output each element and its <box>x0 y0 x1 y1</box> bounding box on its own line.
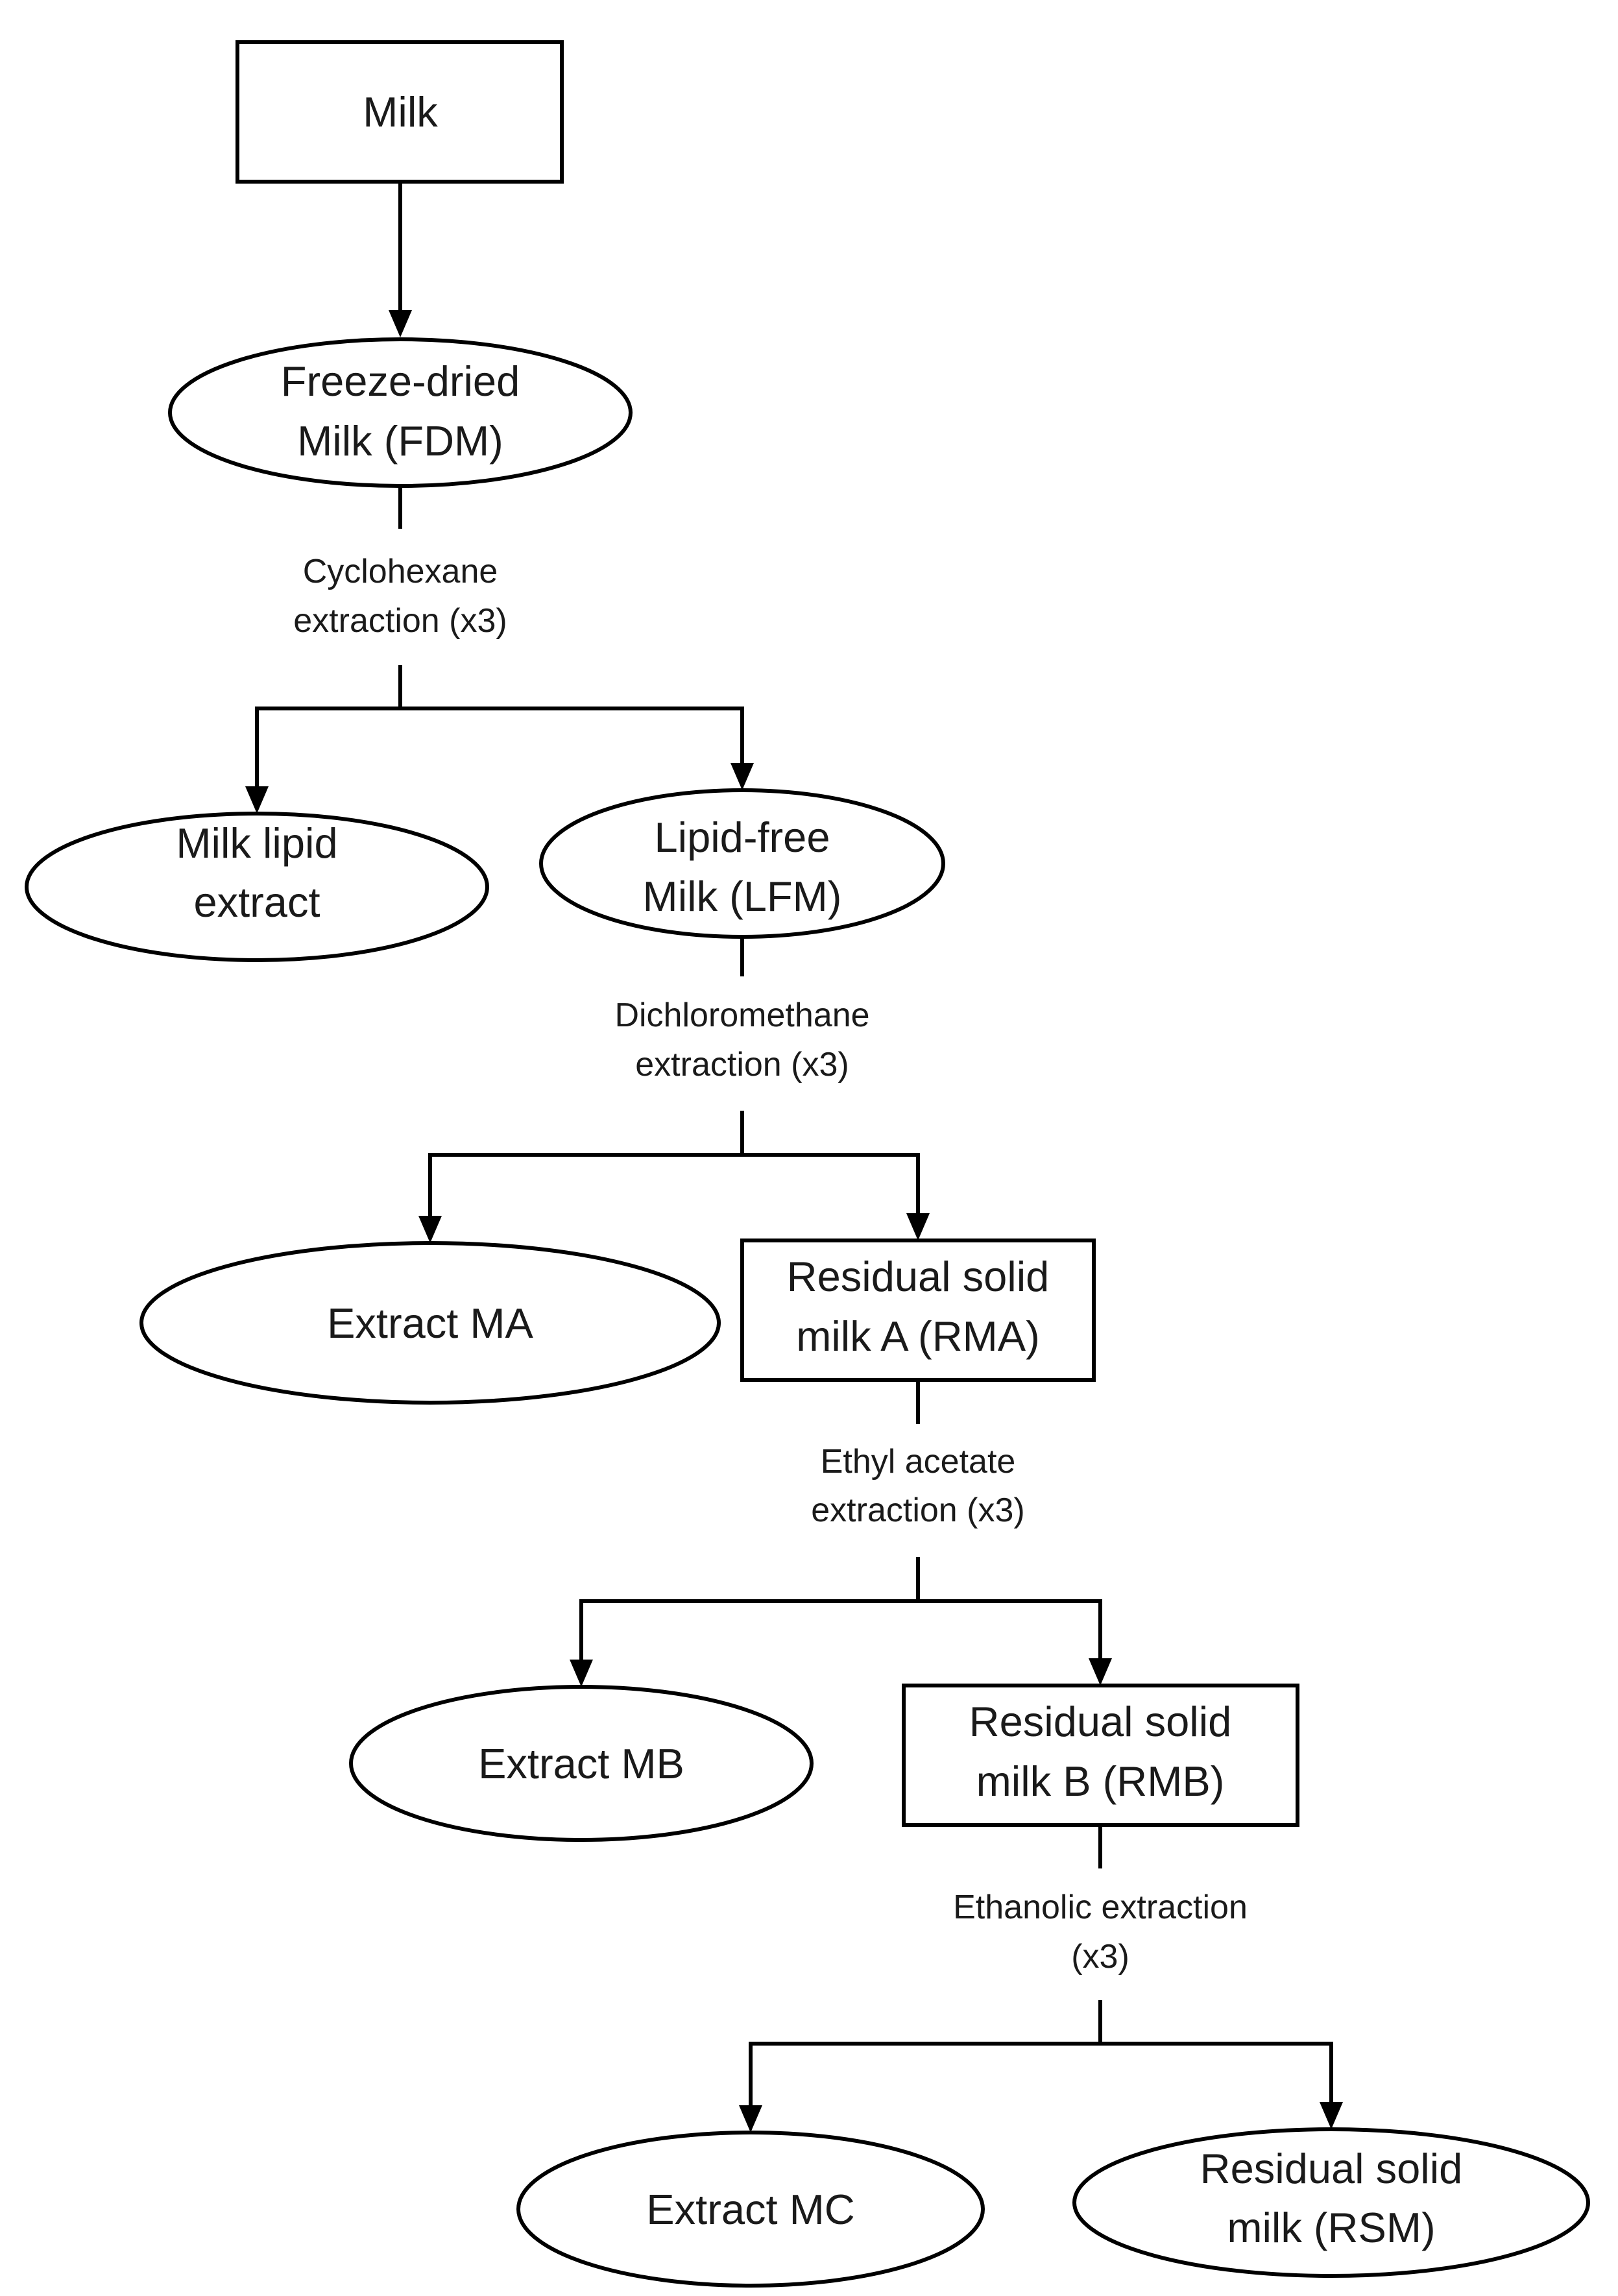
arrowhead-rmb <box>1089 1658 1112 1686</box>
step1-label-line2: extraction (x3) <box>293 602 507 640</box>
rsm-label-line1: Residual solid <box>1200 2145 1463 2192</box>
lfm-label-line2: Milk (LFM) <box>643 873 842 920</box>
lipid-extract-label-line2: extract <box>193 878 320 926</box>
fdm-label-line1: Freeze-dried <box>281 357 520 405</box>
arrowhead-lfm <box>731 763 754 790</box>
arrowhead-lipid-extract <box>245 786 269 814</box>
arrowhead-rma <box>906 1213 930 1240</box>
edge-split3 <box>579 1599 1102 1664</box>
rmb-label-line1: Residual solid <box>969 1698 1232 1745</box>
lfm-label-line1: Lipid-free <box>655 814 830 861</box>
step2-label-line1: Dichloromethane <box>614 997 869 1034</box>
rsm-label-line2: milk (RSM) <box>1227 2204 1435 2251</box>
edge-split4 <box>749 2042 1333 2109</box>
arrowhead-rsm <box>1320 2102 1343 2129</box>
extract-ma-label: Extract MA <box>327 1299 533 1347</box>
step4-label-line2: (x3) <box>1071 1938 1129 1976</box>
edge-split1 <box>255 707 744 786</box>
arrowhead-fdm <box>389 310 412 337</box>
step3-label-line2: extraction (x3) <box>811 1492 1024 1529</box>
milk-label: Milk <box>363 88 438 136</box>
milk-box <box>235 40 564 184</box>
step4-label-line1: Ethanolic extraction <box>953 1889 1248 1926</box>
rmb-label-line2: milk B (RMB) <box>976 1758 1225 1805</box>
arrowhead-extract-mb <box>570 1660 593 1687</box>
arrowhead-extract-ma <box>418 1216 442 1243</box>
rma-label-line2: milk A (RMA) <box>796 1312 1040 1360</box>
lipid-extract-label-line1: Milk lipid <box>176 819 337 867</box>
rma-label-line1: Residual solid <box>787 1253 1050 1300</box>
fdm-label-line2: Milk (FDM) <box>297 417 503 465</box>
extract-mb-label: Extract MB <box>478 1740 684 1787</box>
step1-label-line1: Cyclohexane <box>303 553 498 590</box>
step2-label-line2: extraction (x3) <box>635 1046 849 1083</box>
edge-split2 <box>428 1153 920 1220</box>
extract-mc-label: Extract MC <box>646 2186 854 2233</box>
step3-label-line1: Ethyl acetate <box>821 1443 1016 1480</box>
rmb-box <box>902 1684 1299 1827</box>
arrowhead-extract-mc <box>739 2105 762 2133</box>
